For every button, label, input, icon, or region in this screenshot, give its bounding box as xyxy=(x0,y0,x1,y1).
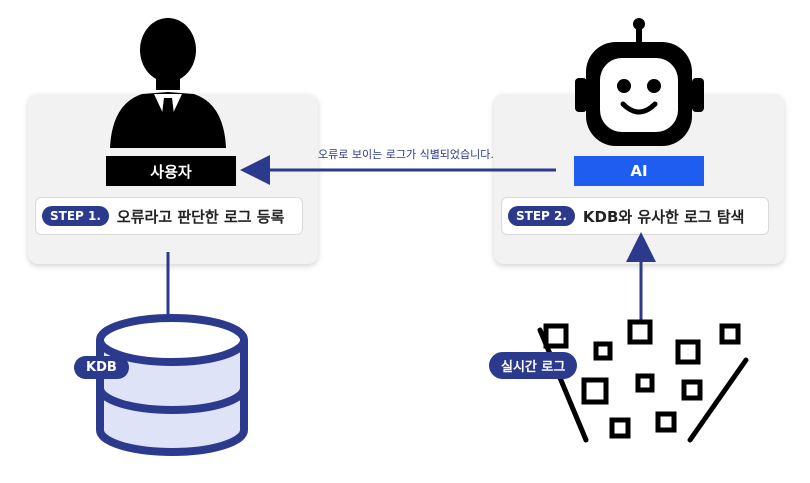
step2-card: STEP 2. KDB와 유사한 로그 탐색 xyxy=(501,197,769,235)
step1-badge: STEP 1. xyxy=(42,206,109,226)
ai-label: AI xyxy=(574,156,704,186)
step1-card: STEP 1. 오류라고 판단한 로그 등록 xyxy=(35,197,303,235)
step1-text: 오류라고 판단한 로그 등록 xyxy=(116,207,285,226)
realtime-log-label: 실시간 로그 xyxy=(489,352,578,379)
arrow-caption: 오류로 보이는 로그가 식별되었습니다. xyxy=(318,148,494,161)
user-label: 사용자 xyxy=(106,156,236,186)
kdb-label: KDB xyxy=(74,356,129,379)
step2-badge: STEP 2. xyxy=(508,206,575,226)
step2-text: KDB와 유사한 로그 탐색 xyxy=(582,207,745,226)
